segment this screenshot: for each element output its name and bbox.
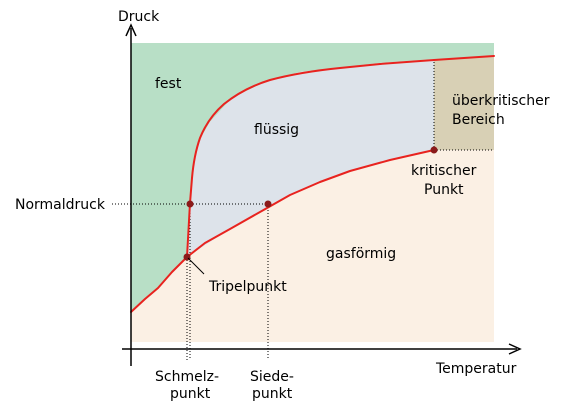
label-critical-point-line2: Punkt	[424, 182, 464, 198]
region-supercritical	[434, 56, 494, 150]
label-melting-point-line2: punkt	[170, 386, 211, 402]
label-liquid: flüssig	[254, 122, 299, 138]
critical-point-marker	[430, 146, 438, 154]
melting-curve	[186, 55, 495, 258]
axes	[122, 23, 522, 366]
region-liquid	[187, 59, 434, 257]
y-axis-label: Druck	[118, 9, 160, 25]
label-gas: gasförmig	[326, 246, 396, 262]
x-axis-label: Temperatur	[435, 361, 517, 377]
region-solid	[131, 43, 494, 312]
label-solid: fest	[155, 76, 182, 92]
triple-point-pointer	[187, 257, 205, 275]
label-supercritical-line1: überkritischer	[452, 93, 550, 109]
label-boiling-point-line2: punkt	[252, 386, 293, 402]
phase-lines	[130, 55, 495, 313]
boiling-curve	[186, 149, 435, 258]
boiling-point-marker	[264, 200, 272, 208]
label-melting-point-line1: Schmelz-	[155, 369, 219, 385]
label-triple-point: Tripelpunkt	[208, 279, 287, 295]
y-axis-arrow	[125, 23, 137, 37]
label-critical-point-line1: kritischer	[411, 163, 477, 179]
label-boiling-point-line1: Siede-	[250, 369, 294, 385]
melting-point-marker	[186, 200, 194, 208]
sublimation-curve	[130, 256, 188, 313]
region-gas	[131, 150, 494, 342]
label-normal-pressure: Normaldruck	[15, 197, 106, 213]
x-axis-arrow	[508, 343, 522, 355]
label-supercritical-line2: Bereich	[452, 112, 505, 128]
